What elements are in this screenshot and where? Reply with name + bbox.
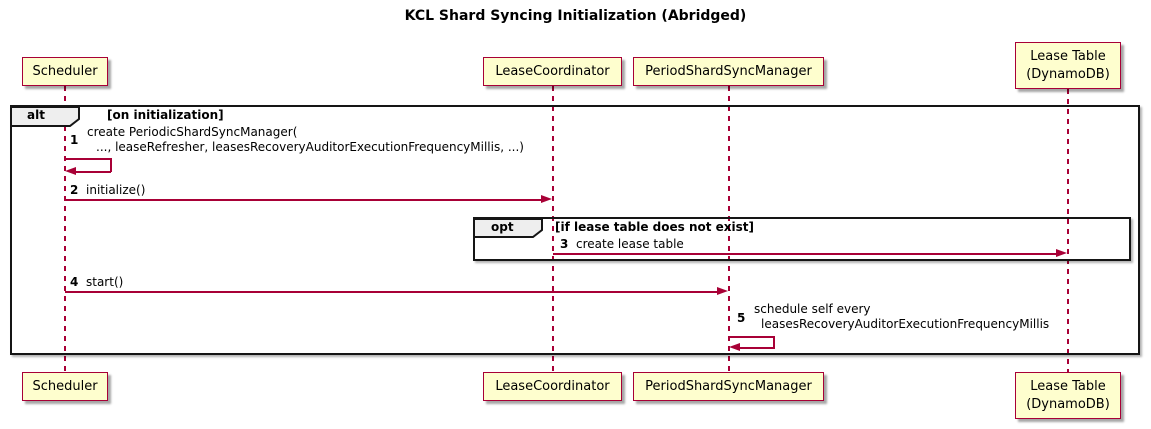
lifeline-lease-coordinator xyxy=(552,86,554,372)
message-5-number: 5 xyxy=(737,311,746,325)
message-2-text: initialize() xyxy=(86,183,146,197)
participant-box-period-shard-sync-manager-bottom: PeriodShardSyncManager xyxy=(633,372,824,401)
diagram-title: KCL Shard Syncing Initialization (Abridg… xyxy=(404,8,747,24)
alt-keyword: alt xyxy=(27,108,45,122)
message-1-number: 1 xyxy=(70,133,79,147)
message-1-self-arrow-top xyxy=(65,158,111,160)
message-3-arrow-line xyxy=(553,253,1056,255)
participant-box-lease-table-bottom: Lease Table (DynamoDB) xyxy=(1015,372,1121,419)
participant-label: Lease Table (DynamoDB) xyxy=(1026,48,1110,82)
message-2-number: 2 xyxy=(70,183,79,197)
message-4-arrow-line xyxy=(65,291,717,293)
message-5-text-line1: schedule self every xyxy=(754,302,871,316)
participant-label: Scheduler xyxy=(32,63,98,79)
participant-label: Scheduler xyxy=(32,378,98,394)
message-2-arrow-line xyxy=(65,199,541,201)
participant-box-period-shard-sync-manager-top: PeriodShardSyncManager xyxy=(633,57,824,86)
message-4-arrowhead xyxy=(717,287,728,295)
message-1-text-line1: create PeriodicShardSyncManager( xyxy=(87,125,298,139)
message-3-arrowhead xyxy=(1056,249,1067,257)
message-5-self-arrow-bottom xyxy=(740,347,775,349)
alt-frame xyxy=(10,105,1140,355)
participant-label: PeriodShardSyncManager xyxy=(645,378,812,394)
message-5-self-arrow-top xyxy=(729,336,775,338)
message-3-number: 3 xyxy=(560,237,569,251)
participant-box-lease-coordinator-bottom: LeaseCoordinator xyxy=(483,372,622,401)
alt-frame-label-pentagon xyxy=(11,106,80,127)
opt-frame xyxy=(473,217,1131,261)
message-5-arrowhead xyxy=(729,343,740,351)
participant-label: PeriodShardSyncManager xyxy=(645,63,812,79)
message-1-arrowhead xyxy=(65,167,76,175)
message-5-self-arrow-side xyxy=(773,336,775,349)
message-1-self-arrow-side xyxy=(110,158,112,172)
message-3-text: create lease table xyxy=(576,237,684,251)
participant-box-lease-coordinator-top: LeaseCoordinator xyxy=(483,57,622,86)
participant-label: Lease Table (DynamoDB) xyxy=(1026,378,1110,412)
message-4-text: start() xyxy=(86,275,124,289)
opt-condition: [if lease table does not exist] xyxy=(555,220,755,234)
message-5-text-line2: leasesRecoveryAuditorExecutionFrequencyM… xyxy=(761,317,1050,331)
participant-label: LeaseCoordinator xyxy=(495,63,610,79)
lifeline-scheduler xyxy=(64,86,66,372)
message-1-self-arrow-bottom xyxy=(76,171,111,173)
lifeline-lease-table xyxy=(1067,89,1069,372)
participant-box-scheduler-bottom: Scheduler xyxy=(22,372,108,401)
message-2-arrowhead xyxy=(541,195,552,203)
participant-box-scheduler-top: Scheduler xyxy=(22,57,108,86)
message-1-text-line2: ..., leaseRefresher, leasesRecoveryAudit… xyxy=(96,140,524,154)
opt-frame-label-pentagon xyxy=(474,218,543,238)
participant-box-lease-table-top: Lease Table (DynamoDB) xyxy=(1015,42,1121,89)
opt-keyword: opt xyxy=(491,220,514,234)
alt-condition: [on initialization] xyxy=(107,108,224,122)
participant-label: LeaseCoordinator xyxy=(495,378,610,394)
lifeline-period-shard-sync-manager xyxy=(728,86,730,372)
message-4-number: 4 xyxy=(70,275,79,289)
